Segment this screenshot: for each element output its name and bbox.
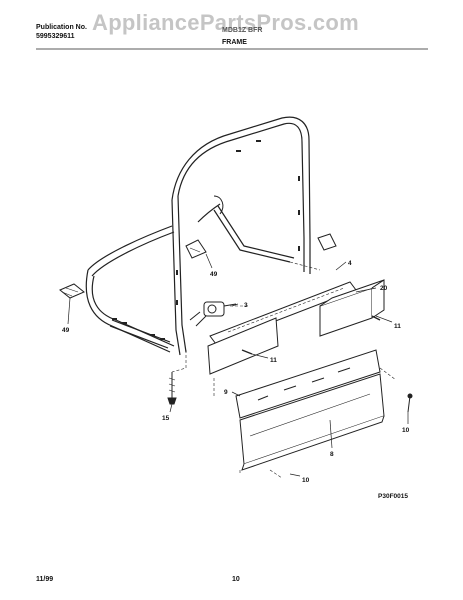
callout-20: 20 [380, 285, 388, 292]
mounting-plate [207, 317, 279, 375]
screw-10-right [407, 393, 413, 413]
callout-15: 15 [162, 415, 170, 422]
callout-8: 8 [330, 451, 334, 458]
leveling-leg-right [317, 233, 337, 251]
leveling-leg-rear [185, 239, 207, 259]
figure-code: P30F0015 [378, 493, 408, 500]
callout-10-bottom: 10 [302, 477, 310, 484]
leader-lines [67, 253, 409, 477]
callout-4: 4 [348, 260, 352, 267]
publication-number: 5995329611 [36, 33, 75, 40]
callout-10-right: 10 [402, 427, 410, 434]
callout-11-right: 11 [394, 323, 401, 330]
assembly-guides [171, 261, 397, 479]
footer-page-number: 10 [232, 576, 240, 583]
callout-3: 3 [244, 302, 248, 309]
rail-slots [112, 140, 300, 340]
watermark: AppliancePartsPros.com [92, 10, 360, 35]
screw-11-center [241, 349, 253, 355]
inlet-valve [189, 301, 237, 327]
leveling-leg-left [59, 283, 85, 299]
callout-9: 9 [224, 389, 228, 396]
callout-49-left: 49 [62, 327, 70, 334]
footer-date: 11/99 [36, 576, 54, 583]
section-title: FRAME [222, 39, 247, 46]
screw-15 [167, 372, 177, 405]
toe-panel-upper [235, 349, 381, 419]
publication-label: Publication No. [36, 24, 87, 31]
frame-tub-outline [85, 116, 311, 356]
rear-bracket [213, 195, 224, 215]
screw-11-right [371, 315, 381, 321]
callout-49-rear: 49 [210, 271, 218, 278]
kickplate [239, 373, 385, 471]
model-number: MDB1Z BFR [222, 27, 263, 34]
callout-11-center: 11 [270, 357, 277, 364]
terminal-box [319, 279, 385, 337]
